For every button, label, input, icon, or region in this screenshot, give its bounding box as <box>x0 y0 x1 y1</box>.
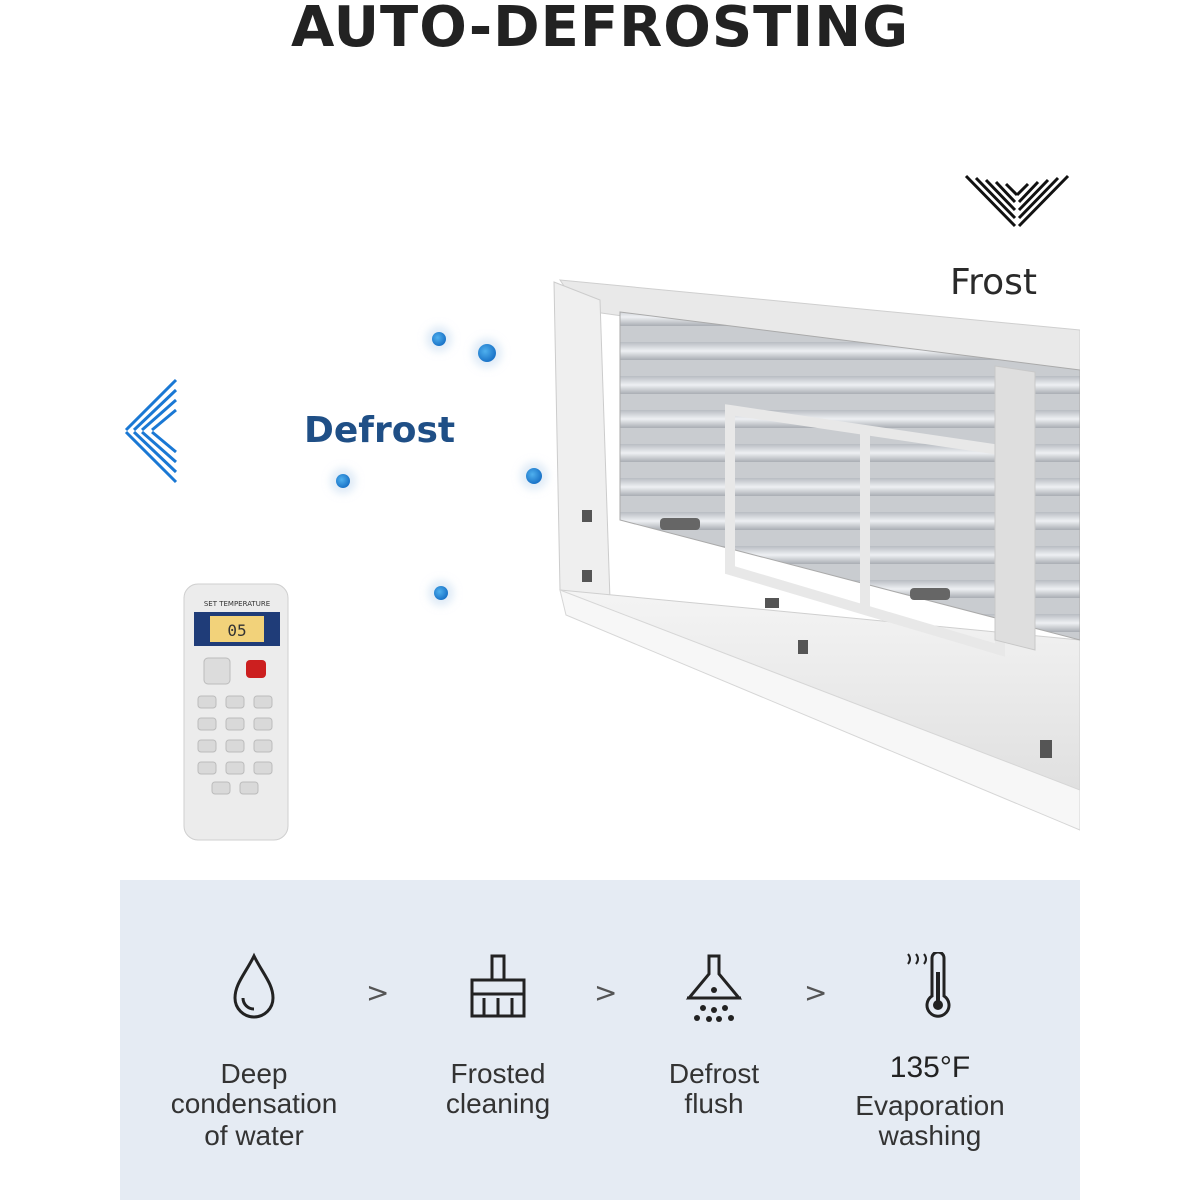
step-label-line2: washing <box>878 1120 982 1151</box>
water-droplet <box>478 344 496 362</box>
defrost-label: Defrost <box>304 410 456 451</box>
water-droplet <box>432 332 446 346</box>
step-label-line1: Frosted <box>450 1058 546 1089</box>
air-conditioner-unit <box>540 270 1081 875</box>
remote-display: 05 <box>227 621 246 640</box>
remote-control: 05 SET TEMPERATURE <box>182 582 292 847</box>
step-label-line1: Defrost <box>668 1058 760 1089</box>
chevron-right-icon: > <box>594 976 618 1009</box>
thermometer-heat-icon <box>820 952 1040 1028</box>
brush-icon <box>388 952 608 1028</box>
water-droplet <box>336 474 350 488</box>
step-label-line2: cleaning <box>445 1088 551 1119</box>
remote-header: SET TEMPERATURE <box>204 600 270 608</box>
water-droplet <box>434 586 448 600</box>
shower-head-icon <box>604 952 824 1028</box>
frost-label: Frost <box>950 262 1037 303</box>
chevron-right-icon: > <box>804 976 828 1009</box>
feature-steps-band: Deep condensation of water > Frosted cle… <box>120 880 1080 1200</box>
frost-arrow-icon <box>962 80 1072 235</box>
step-label-line1: Evaporation <box>855 1090 1005 1121</box>
page-title: AUTO-DEFROSTING <box>290 0 910 60</box>
temperature-value: 135°F <box>889 1051 971 1084</box>
water-droplet <box>526 468 542 484</box>
chevron-right-icon: > <box>366 976 390 1009</box>
step-label-line2: condensation <box>170 1088 338 1119</box>
step-label-line2: flush <box>684 1088 744 1119</box>
step-label-line1: Deep <box>220 1058 288 1089</box>
water-drop-icon <box>144 952 364 1028</box>
defrost-arrow-icon <box>120 376 280 491</box>
step-label-line3: of water <box>204 1120 304 1151</box>
